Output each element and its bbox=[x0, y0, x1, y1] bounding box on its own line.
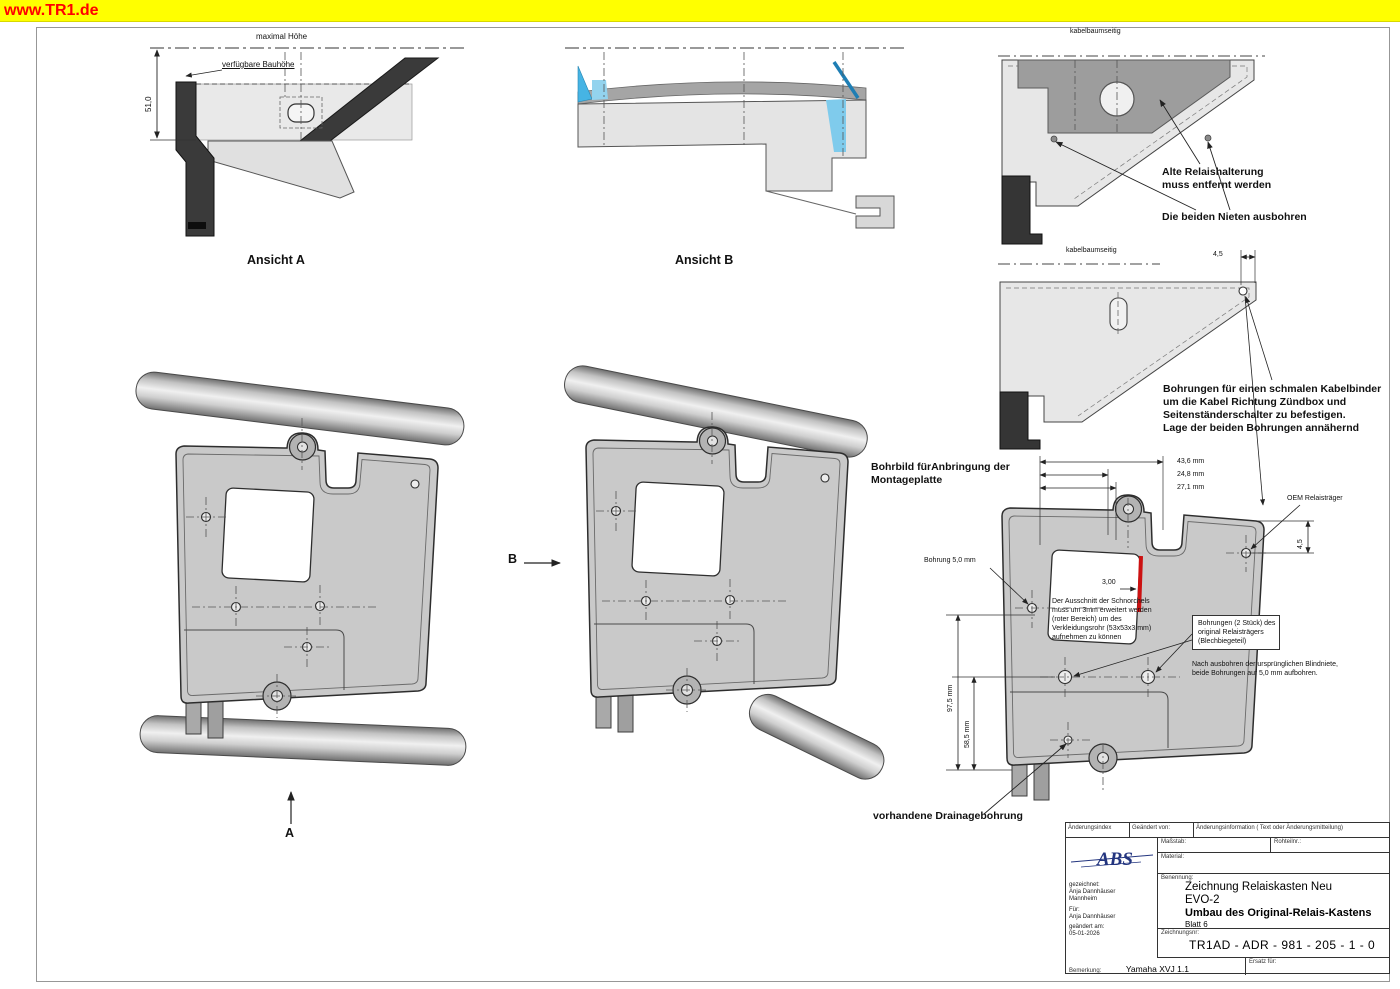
dim-4-5-detail: 4,5 bbox=[1297, 539, 1304, 549]
abs-logo: ABS bbox=[1070, 849, 1154, 870]
dim-24-8: 24,8 mm bbox=[1177, 471, 1205, 478]
drawing-title-line-1: Zeichnung Relaiskasten Neu bbox=[1185, 881, 1333, 893]
binder-hole bbox=[1238, 286, 1248, 296]
view-ansicht-b bbox=[565, 47, 905, 229]
site-banner: www.TR1.de bbox=[0, 0, 1400, 22]
col-geaendert-von: Geändert von: bbox=[1130, 823, 1194, 837]
leader-drainage bbox=[983, 743, 1067, 815]
label-verfuegbare-bauhoehe: verfügbare Bauhöhe bbox=[222, 60, 295, 69]
view-ansicht-a bbox=[150, 47, 468, 237]
col-aenderungsinfo: Änderungsinformation ( Text oder Änderun… bbox=[1196, 825, 1343, 831]
geaendert-am-label: geändert am: bbox=[1069, 924, 1105, 931]
leader-niete-2 bbox=[1207, 141, 1231, 211]
title-block-left: ABS gezeichnet: Anja Dannhäuser Mannheim… bbox=[1066, 838, 1158, 958]
leader-relais-hole-2 bbox=[1155, 633, 1193, 673]
col-aenderungsindex: Änderungsindex bbox=[1066, 823, 1130, 837]
label-oem-relaistraeger: OEM Relaisträger bbox=[1287, 495, 1343, 502]
label-maximal-hoehe: maximal Höhe bbox=[256, 32, 308, 41]
dim-3-00: 3,00 bbox=[1102, 579, 1116, 586]
site-banner-text: www.TR1.de bbox=[4, 2, 99, 19]
gezeichnet-name: Anja Dannhäuser bbox=[1069, 889, 1116, 896]
leader-niete-1 bbox=[1055, 141, 1197, 211]
abs-logo-text: ABS bbox=[1096, 849, 1133, 870]
dim-58-5: 58,5 mm bbox=[964, 720, 971, 748]
dim-43-6: 43,6 mm bbox=[1177, 458, 1205, 465]
leader-relais-hole-1 bbox=[1073, 639, 1193, 677]
note-ausschnitt: Der Ausschnitt der Schnorchels muss um 3… bbox=[1052, 598, 1152, 642]
leader-oem bbox=[1250, 504, 1301, 550]
cell-benennung: Benennung: Zeichnung Relaiskasten Neu EV… bbox=[1158, 874, 1389, 929]
note-bohrbild: Bohrbild fürAnbringung der Montageplatte bbox=[871, 461, 1010, 487]
note-alte-relaishalterung: Alte Relaishalterung muss entfernt werde… bbox=[1162, 166, 1272, 192]
view-title-ansicht-b: Ansicht B bbox=[675, 253, 734, 267]
cell-material: Material: bbox=[1158, 853, 1389, 874]
label-bohrung-5-0: Bohrung 5,0 mm bbox=[924, 557, 976, 564]
cell-bemerkung: Bemerkung: Yamaha XVJ 1.1 bbox=[1066, 958, 1246, 975]
title-block: Änderungsindex Geändert von: Änderungsin… bbox=[1065, 822, 1390, 975]
drawing-title-line-2: EVO-2 bbox=[1185, 894, 1220, 906]
leader-bohrung bbox=[989, 567, 1029, 605]
view-montage-links bbox=[135, 371, 467, 824]
label-arrow-a: A bbox=[285, 826, 295, 840]
leader-bauhoehe bbox=[185, 69, 223, 78]
drawing-number: TR1AD - ADR - 981 - 205 - 1 - 0 bbox=[1189, 938, 1376, 952]
note-drainagebohrung: vorhandene Drainagebohrung bbox=[873, 810, 1023, 822]
view-title-ansicht-a: Ansicht A bbox=[247, 253, 305, 267]
dim-4-5-top: 4,5 bbox=[1213, 251, 1223, 258]
sheet-number: Blatt 6 bbox=[1185, 920, 1208, 929]
leader-to-detail bbox=[1244, 295, 1266, 506]
label-kabelbaumseitig-1: kabelbaumseitig bbox=[1070, 28, 1121, 35]
cell-massstab: Maßstab: bbox=[1158, 838, 1271, 853]
frame-tube-top bbox=[135, 371, 465, 446]
view-kabelbinder bbox=[998, 250, 1273, 506]
note-aufbohren: Nach ausbohren der ursprünglichen Blindn… bbox=[1192, 661, 1338, 678]
drafter-info: gezeichnet: Anja Dannhäuser Mannheim Für… bbox=[1069, 882, 1115, 938]
label-arrow-b: B bbox=[508, 552, 518, 566]
view-montage-mitte bbox=[524, 365, 885, 780]
leader-halterung bbox=[1159, 99, 1201, 165]
fuer-label: Für: bbox=[1069, 906, 1080, 913]
geaendert-am-datum: 05-01-2026 bbox=[1069, 931, 1100, 938]
dim-97-5: 97,5 mm bbox=[947, 684, 954, 712]
fuer-name: Anja Dannhäuser bbox=[1069, 913, 1116, 920]
note-nieten-ausbohren: Die beiden Nieten ausbohren bbox=[1162, 211, 1307, 223]
drawing-subtitle: Umbau des Original-Relais-Kastens bbox=[1185, 907, 1372, 919]
view-alte-halterung bbox=[998, 55, 1265, 245]
dim-27-1: 27,1 mm bbox=[1177, 484, 1205, 491]
sheet-frame bbox=[36, 27, 1390, 982]
red-widening-zone bbox=[1137, 555, 1143, 613]
revision-header-row: Änderungsindex Geändert von: Änderungsin… bbox=[1066, 823, 1389, 838]
hook-profile bbox=[855, 195, 895, 229]
cell-ersatz-fuer: Ersatz für: bbox=[1249, 959, 1277, 965]
leader-binder-note bbox=[1245, 296, 1273, 381]
frame-tube-bottom-b bbox=[748, 693, 885, 780]
gezeichnet-ort: Mannheim bbox=[1069, 896, 1098, 903]
view-detail bbox=[946, 456, 1314, 815]
blue-highlight-right bbox=[826, 99, 846, 152]
note-bohrungen-box: Bohrungen (2 Stück) des original Relaist… bbox=[1192, 615, 1281, 651]
cell-zeichnungsnr: Zeichnungsnr: TR1AD - ADR - 981 - 205 - … bbox=[1158, 929, 1389, 958]
bemerkung-value: Yamaha XVJ 1.1 bbox=[1125, 964, 1189, 974]
note-kabelbinder: Bohrungen für einen schmalen Kabelbinder… bbox=[1163, 383, 1382, 435]
gezeichnet-label: gezeichnet: bbox=[1069, 882, 1100, 888]
blue-highlight-left bbox=[577, 65, 593, 103]
label-kabelbaumseitig-2: kabelbaumseitig bbox=[1066, 247, 1117, 254]
dim-51-0: 51,0 bbox=[144, 96, 153, 112]
cell-rohteilnr: Rohteilnr.: bbox=[1271, 838, 1389, 853]
